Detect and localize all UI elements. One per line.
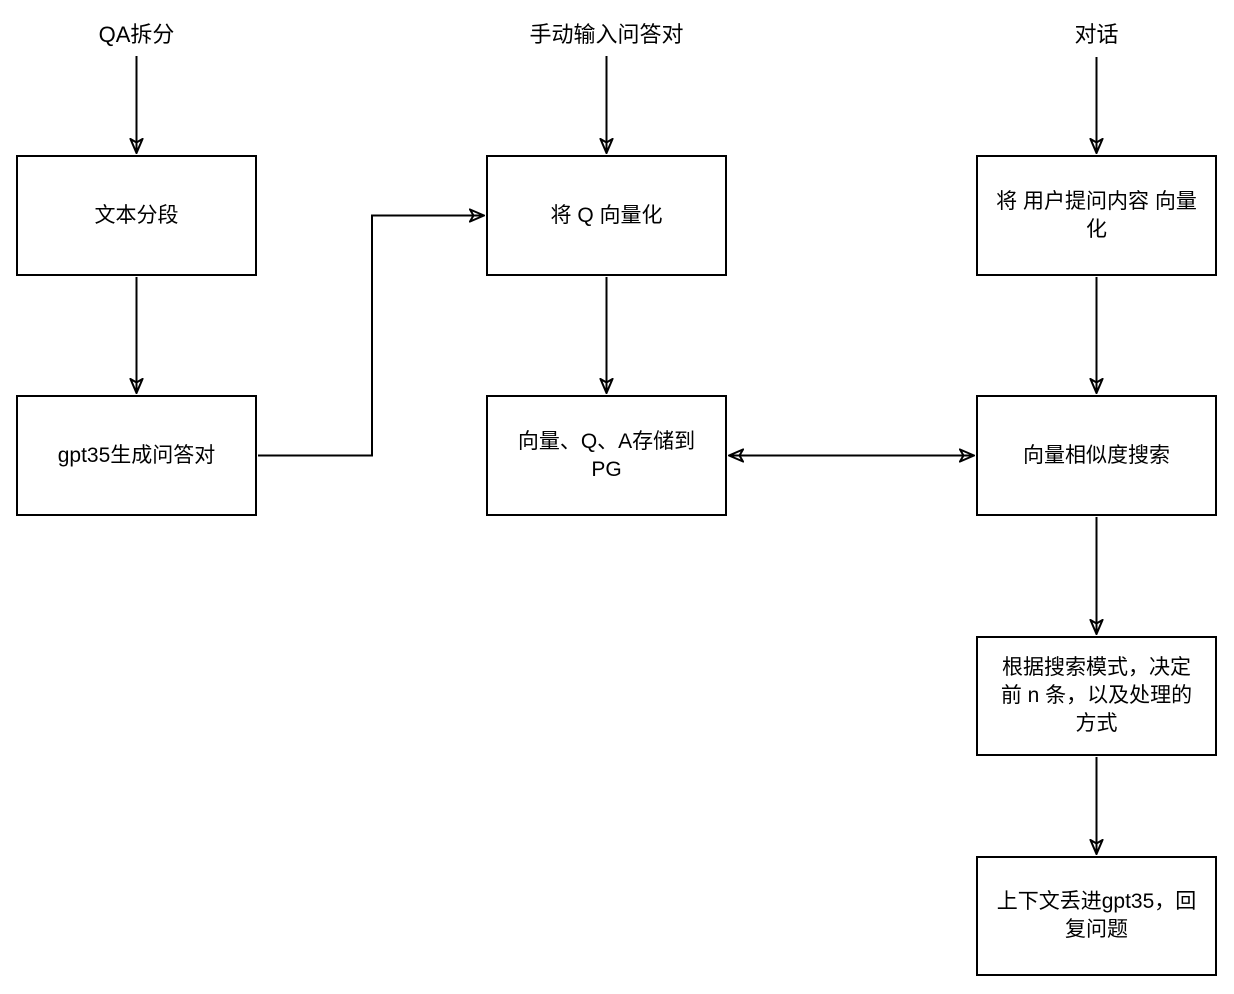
node-label: 根据搜索模式，决定前 n 条，以及处理的方式: [1000, 656, 1193, 735]
node-store-vectors-to-pg: 向量、Q、A存储到PG: [486, 395, 727, 516]
node-vectorize-user-question: 将 用户提问内容 向量化: [976, 155, 1217, 276]
node-vectorize-q: 将 Q 向量化: [486, 155, 727, 276]
node-gpt35-reply: 上下文丢进gpt35，回复问题: [976, 856, 1217, 976]
node-search-mode-top-n: 根据搜索模式，决定前 n 条，以及处理的方式: [976, 636, 1217, 756]
node-label: 将 用户提问内容 向量化: [996, 189, 1197, 241]
node-label: 向量、Q、A存储到PG: [517, 429, 696, 481]
node-label: 上下文丢进gpt35，回复问题: [996, 890, 1197, 941]
node-label: gpt35生成问答对: [57, 443, 216, 467]
entry-label-manual-qa-input: 手动输入问答对: [529, 22, 684, 47]
node-label: 向量相似度搜索: [1023, 443, 1170, 467]
node-vector-similarity-search: 向量相似度搜索: [976, 395, 1217, 516]
entry-label-dialogue: 对话: [1074, 22, 1119, 47]
node-text-segmentation: 文本分段: [16, 155, 257, 276]
node-label: 文本分段: [94, 203, 179, 227]
node-gpt35-generate-qa: gpt35生成问答对: [16, 395, 257, 516]
node-label: 将 Q 向量化: [550, 203, 663, 227]
edge-gpt35-generate-qa-to-vectorize-q: [258, 216, 483, 457]
entry-label-qa-split: QA拆分: [98, 22, 175, 47]
